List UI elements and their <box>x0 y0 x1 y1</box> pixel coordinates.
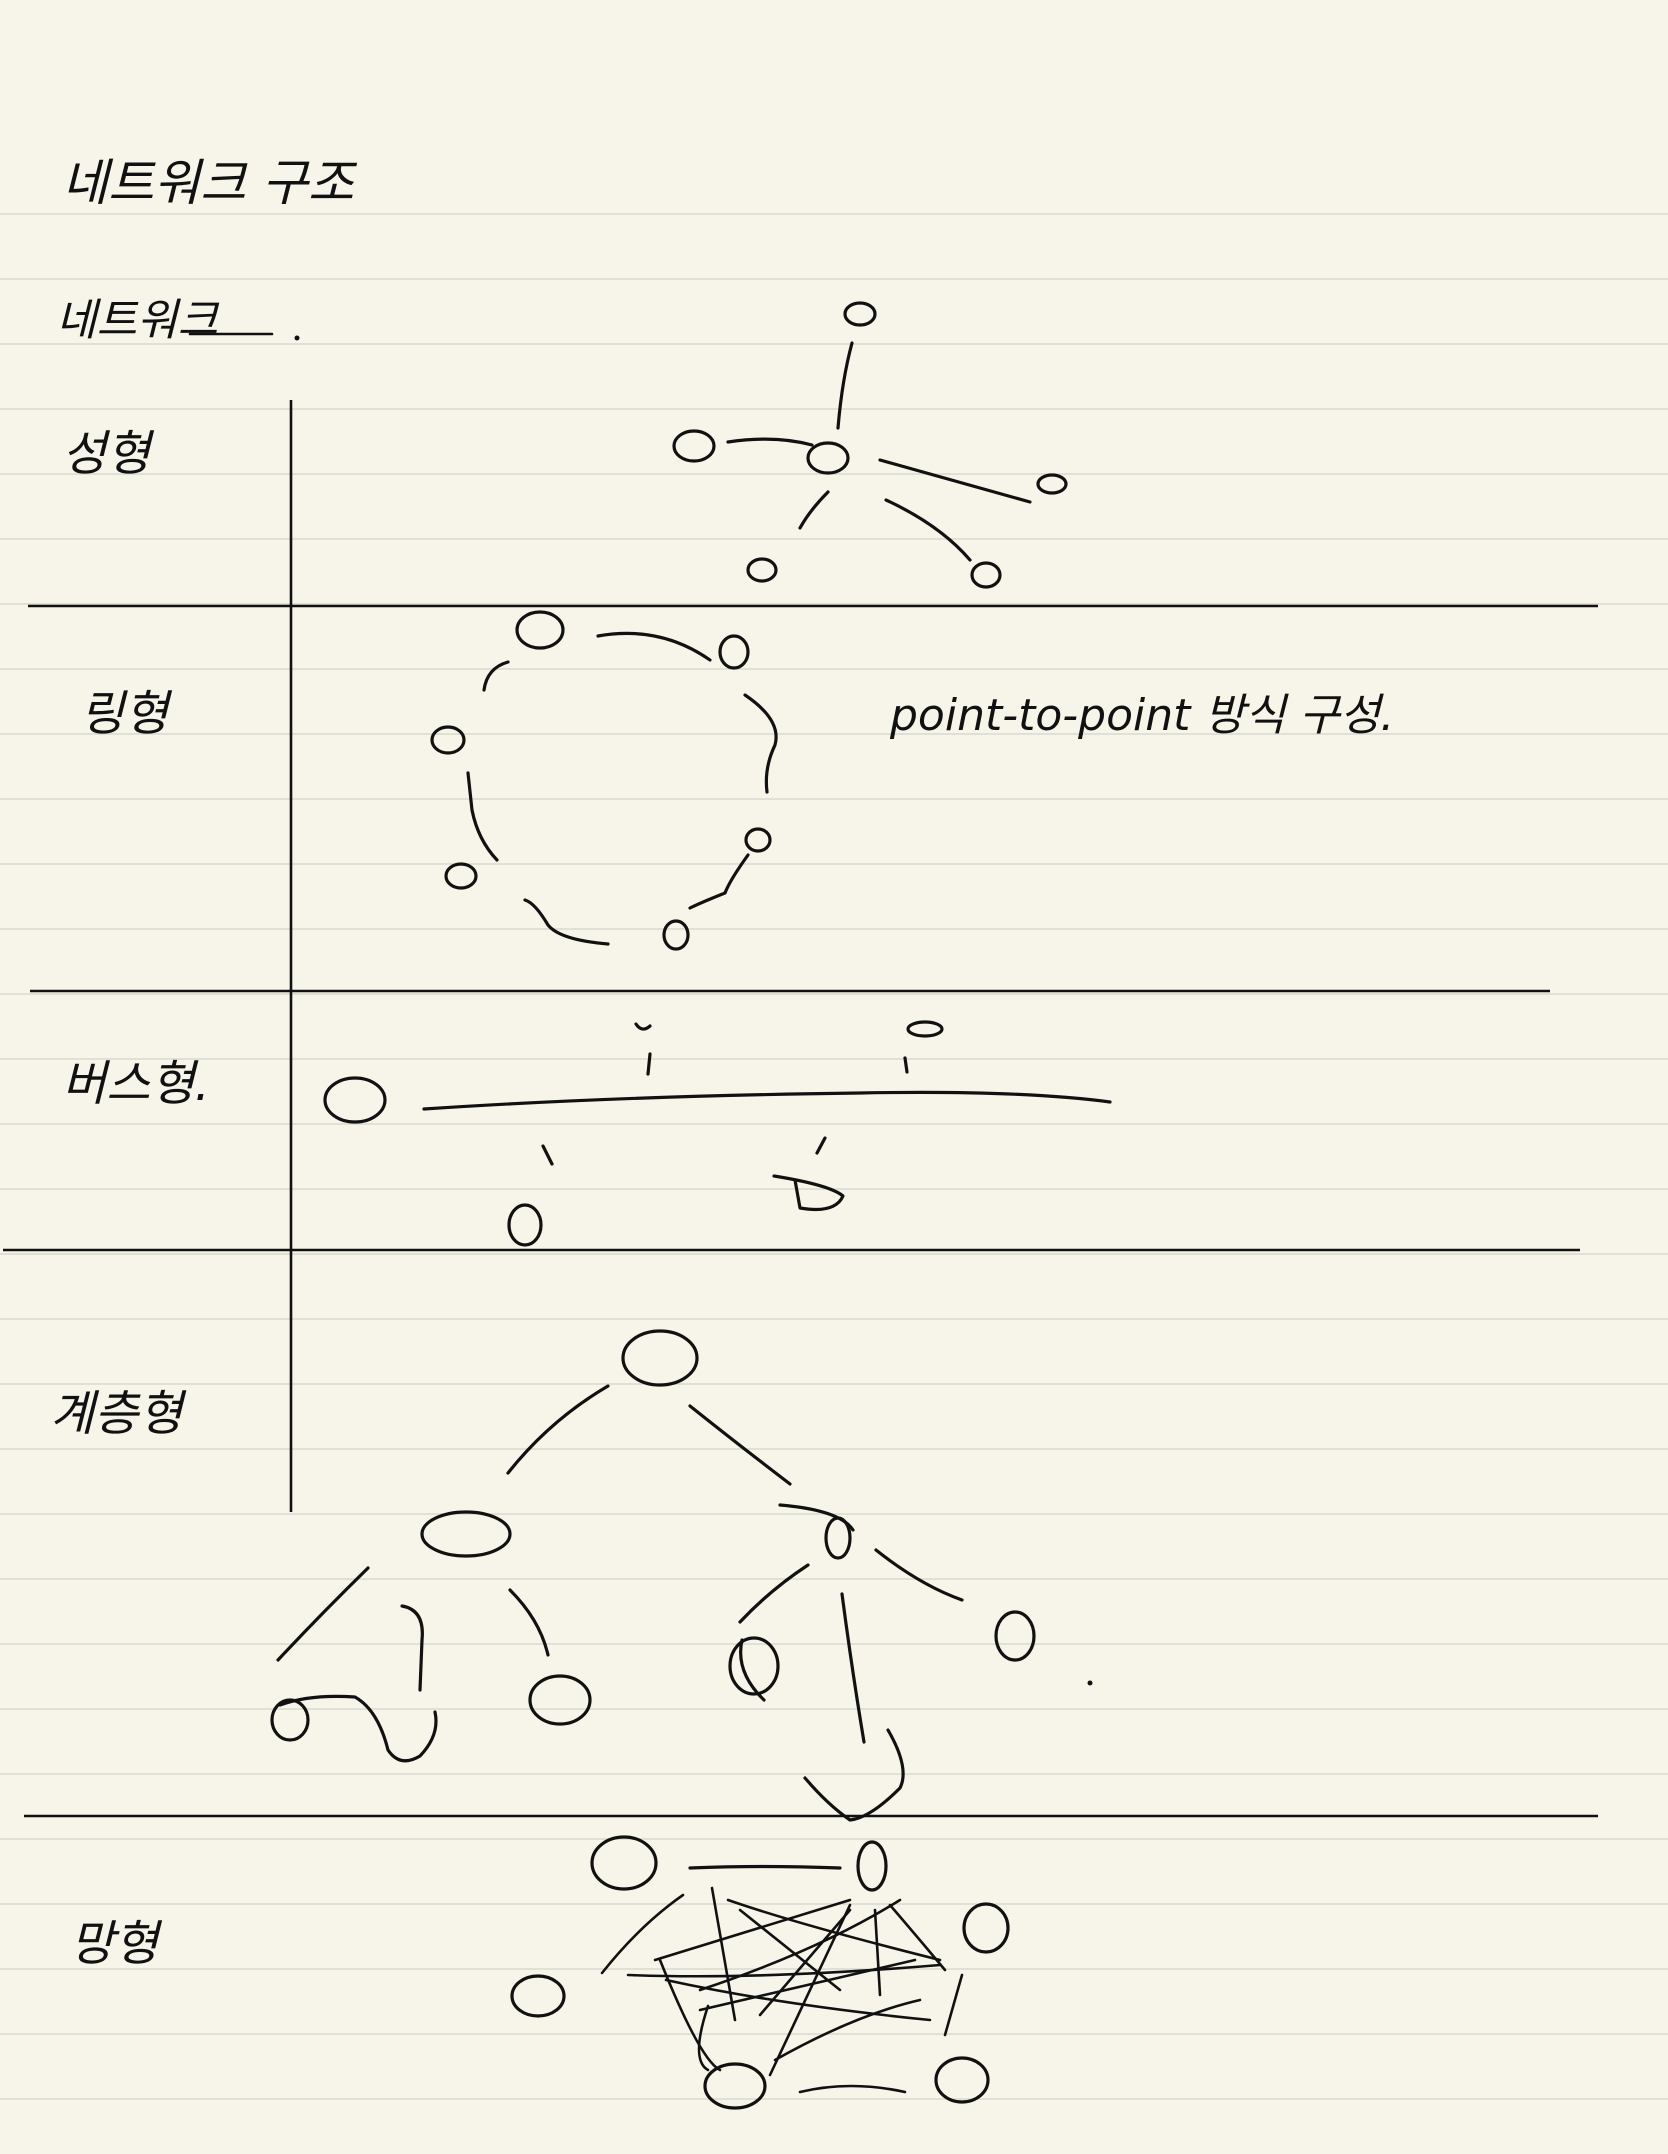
node <box>994 1610 1036 1662</box>
page-title: 네트워크 구조 <box>62 154 358 212</box>
ring-note: point-to-point 방식 구성. <box>889 690 1394 741</box>
node <box>970 561 1002 589</box>
ruled-lines <box>0 213 1668 2100</box>
node <box>430 725 466 755</box>
node <box>806 441 850 475</box>
subtitle-dot <box>294 335 300 341</box>
node <box>634 1022 652 1031</box>
node <box>746 557 778 583</box>
tree-topology-diagram <box>270 1329 1093 1822</box>
node <box>803 1728 905 1822</box>
bus-line <box>422 1090 1112 1111</box>
node <box>906 1020 944 1038</box>
node <box>672 429 716 463</box>
ring-topology-diagram <box>430 610 778 951</box>
node <box>444 862 478 890</box>
node <box>718 634 750 670</box>
node <box>934 2056 990 2104</box>
bus-topology-diagram <box>323 1020 1112 1247</box>
node <box>621 1329 699 1387</box>
node <box>744 827 772 853</box>
node <box>662 919 690 951</box>
node <box>703 2062 767 2110</box>
node <box>510 1974 566 2018</box>
node <box>856 1840 888 1892</box>
node <box>528 1674 592 1726</box>
node <box>270 1698 310 1742</box>
star-topology-diagram <box>672 301 1068 589</box>
node <box>1036 473 1068 495</box>
node <box>420 1510 512 1558</box>
node <box>843 301 877 327</box>
row-label-mesh: 망형 <box>70 1916 163 1972</box>
node <box>824 1516 852 1560</box>
page-subtitle: 네트워크 <box>56 295 219 346</box>
node <box>323 1076 387 1124</box>
node <box>772 1174 845 1212</box>
node <box>507 1203 543 1247</box>
row-label-bus: 버스형. <box>62 1056 210 1112</box>
row-label-star: 성형 <box>62 426 155 482</box>
node <box>962 1902 1010 1954</box>
mesh-topology-diagram <box>510 1835 1010 2110</box>
table-grid <box>3 400 1598 1818</box>
row-label-tree: 계층형 <box>50 1386 187 1442</box>
node <box>728 1636 780 1696</box>
node <box>590 1835 658 1891</box>
node <box>515 610 565 650</box>
row-label-ring: 링형 <box>80 686 173 742</box>
